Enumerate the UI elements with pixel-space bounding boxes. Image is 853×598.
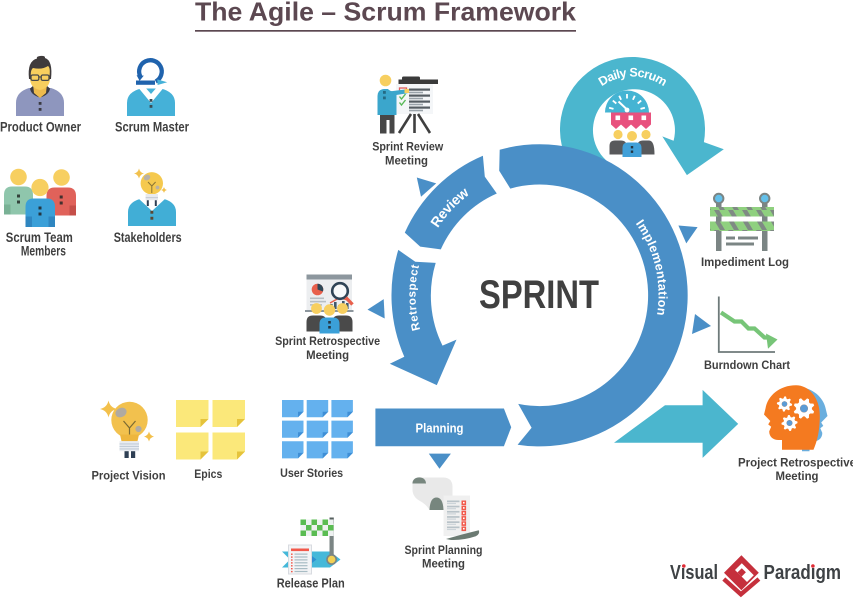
svg-text:Sprint Planning: Sprint Planning (405, 545, 483, 557)
svg-text:Meeting: Meeting (385, 155, 428, 167)
svg-text:Project Retrospective: Project Retrospective (738, 458, 853, 470)
svg-text:Epics: Epics (194, 467, 222, 481)
svg-text:SPRINT: SPRINT (479, 273, 599, 317)
svg-text:Vısual: Vısual (670, 561, 718, 584)
svg-text:Meeting: Meeting (306, 350, 349, 362)
svg-text:Stakeholders: Stakeholders (114, 230, 182, 245)
svg-text:Scrum Master: Scrum Master (115, 120, 190, 135)
svg-text:Burndown Chart: Burndown Chart (704, 358, 790, 372)
svg-text:Impediment Log: Impediment Log (701, 255, 789, 269)
svg-text:User Stories: User Stories (280, 466, 343, 480)
svg-text:The Agile – Scrum Framework: The Agile – Scrum Framework (195, 0, 577, 27)
svg-text:Members: Members (21, 244, 66, 259)
svg-text:Scrum Team: Scrum Team (6, 230, 73, 245)
svg-text:Product Owner: Product Owner (0, 120, 82, 135)
svg-text:Sprint Review: Sprint Review (372, 141, 443, 153)
svg-text:Meeting: Meeting (422, 559, 465, 571)
svg-text:Planning: Planning (416, 421, 464, 436)
svg-text:Sprint Retrospective: Sprint Retrospective (275, 336, 380, 348)
svg-text:Meeting: Meeting (776, 471, 819, 483)
svg-text:Paradıgm: Paradıgm (764, 561, 842, 584)
svg-text:Release Plan: Release Plan (277, 576, 345, 590)
svg-text:Project Vision: Project Vision (92, 469, 166, 483)
